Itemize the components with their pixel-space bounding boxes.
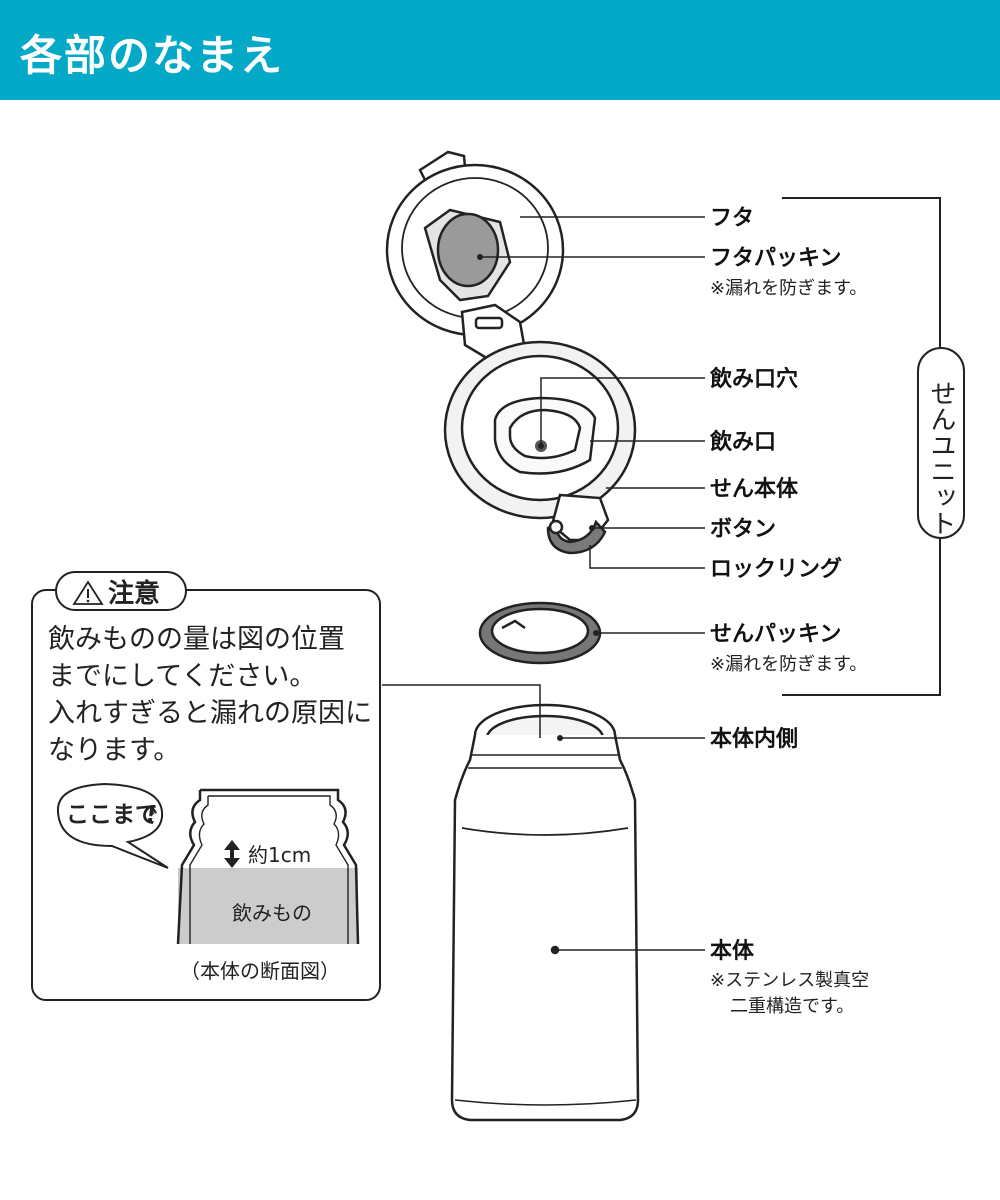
label-hontai: 本体 [710, 939, 755, 964]
bottle-body [452, 705, 638, 1120]
bubble-text: ここまで [66, 802, 158, 828]
note-futa-packing: ※漏れを防ぎます。 [710, 278, 867, 299]
gap-label: 約1cm [248, 843, 311, 867]
label-nomiguchi: 飲み口 [709, 429, 776, 455]
caution-line-1: 飲みものの量は図の位置 [48, 624, 345, 655]
drink-label: 飲みもの [232, 901, 312, 925]
label-hontai-uchigawa: 本体内側 [710, 727, 798, 752]
note-hontai-1: ※ステンレス製真空 [710, 970, 869, 991]
note-hontai-2: 二重構造です。 [730, 996, 854, 1017]
label-lock-ring: ロックリング [710, 556, 842, 582]
label-sen-packing: せんパッキン [710, 622, 841, 647]
caution-line-2: までにしてください。 [48, 661, 316, 692]
bubble-mark: ! [146, 802, 157, 828]
label-nomiguchi-ana: 飲み口穴 [709, 366, 798, 392]
caution-line-3: 入れすぎると漏れの原因に [48, 698, 372, 729]
caution-box: 注意 飲みものの量は図の位置 までにしてください。 入れすぎると漏れの原因に な… [32, 572, 380, 1000]
plug-gasket [480, 603, 600, 663]
note-sen-packing: ※漏れを防ぎます。 [710, 654, 867, 675]
lid [387, 152, 563, 360]
label-futa: フタ [710, 206, 754, 231]
sen-unit-text: せんユニット [926, 380, 956, 536]
sen-unit-label: せんユニット [918, 348, 964, 538]
caution-title: 注意 [108, 578, 160, 609]
caution-line-4: なります。 [48, 735, 180, 766]
label-futa-packing: フタパッキン [710, 246, 841, 271]
label-button: ボタン [710, 517, 776, 542]
label-sen-hontai: せん本体 [710, 477, 799, 502]
cross-section-caption: （本体の断面図） [180, 959, 340, 983]
